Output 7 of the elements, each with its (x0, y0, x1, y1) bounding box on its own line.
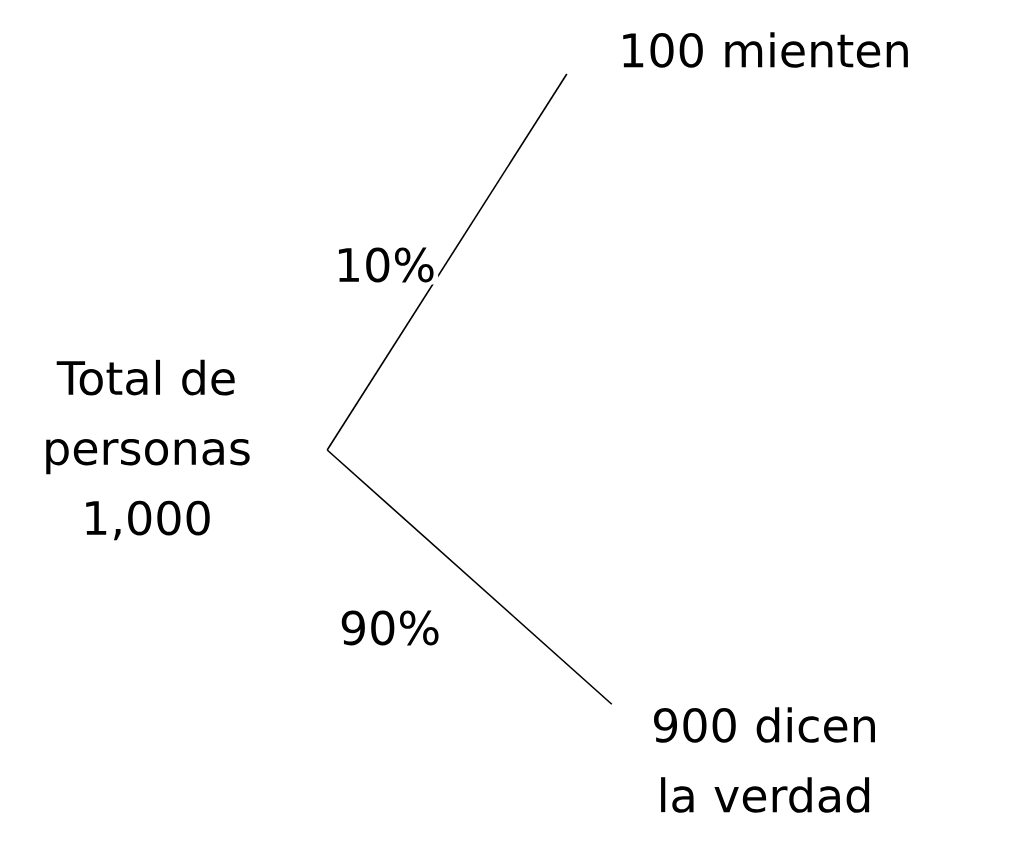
edge-label: 10% (331, 245, 439, 285)
node-text: 100 mienten (623, 32, 908, 68)
node-text: 900 dicen la verdad (654, 707, 875, 813)
branch-line (326, 73, 568, 451)
edge-label: 90% (336, 608, 444, 648)
node-text: Total de personas 1,000 (46, 359, 250, 541)
branch-line (326, 449, 613, 706)
